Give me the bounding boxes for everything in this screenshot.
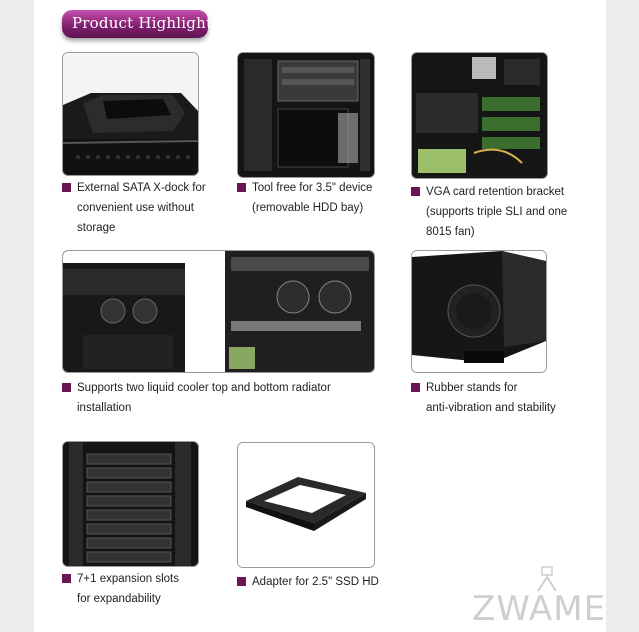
xdock-photo bbox=[62, 52, 199, 176]
expansion-slots-photo bbox=[62, 441, 199, 567]
liquid-cooler-illustration bbox=[63, 251, 374, 372]
xdock-illustration bbox=[63, 53, 198, 175]
watermark-text: ZWAME bbox=[472, 589, 607, 629]
bullet-icon bbox=[237, 183, 246, 192]
feature-caption-liquid-cooler: Supports two liquid cooler top and botto… bbox=[62, 378, 331, 418]
zwame-mascot-icon bbox=[537, 566, 557, 591]
feature-text-line2: installation bbox=[77, 402, 132, 414]
feature-text-line3: 8015 fan) bbox=[426, 226, 475, 238]
vga-bracket-photo bbox=[411, 52, 548, 179]
feature-text-line2: for expandability bbox=[77, 593, 161, 605]
feature-text-line1: External SATA X-dock for bbox=[77, 182, 206, 194]
bullet-icon bbox=[62, 574, 71, 583]
liquid-cooler-photo bbox=[62, 250, 375, 373]
feature-text-line1: Adapter for 2.5" SSD HD bbox=[252, 576, 379, 588]
bullet-icon bbox=[411, 383, 420, 392]
feature-text-line1: Rubber stands for bbox=[426, 382, 518, 394]
feature-caption-expansion-slots: 7+1 expansion slots for expandability bbox=[62, 569, 179, 609]
rubber-stands-illustration bbox=[412, 251, 546, 372]
rubber-stands-photo bbox=[411, 250, 547, 373]
hdd-bay-illustration bbox=[238, 53, 374, 177]
zwame-logo: ZWAME bbox=[472, 565, 628, 629]
vga-bracket-illustration bbox=[412, 53, 547, 178]
feature-text-line3: storage bbox=[77, 222, 116, 234]
feature-caption-rubber-stands: Rubber stands for anti-vibration and sta… bbox=[411, 378, 556, 418]
section-banner: Product Highlights bbox=[62, 10, 220, 38]
feature-text-line2: convenient use without bbox=[77, 202, 194, 214]
bullet-icon bbox=[62, 383, 71, 392]
feature-text-line1: Tool free for 3.5" device bbox=[252, 182, 373, 194]
feature-caption-ssd-adapter: Adapter for 2.5" SSD HD bbox=[237, 572, 379, 592]
feature-text-line1: Supports two liquid cooler top and botto… bbox=[77, 382, 331, 394]
feature-caption-vga: VGA card retention bracket (supports tri… bbox=[411, 182, 567, 242]
ssd-adapter-photo bbox=[237, 442, 375, 568]
bullet-icon bbox=[411, 187, 420, 196]
feature-caption-hdd-bay: Tool free for 3.5" device (removable HDD… bbox=[237, 178, 372, 218]
feature-text-line2: (supports triple SLI and one bbox=[426, 206, 568, 218]
feature-text-line2: (removable HDD bay) bbox=[252, 202, 364, 214]
feature-text-line1: VGA card retention bracket bbox=[426, 186, 565, 198]
feature-text-line1: 7+1 expansion slots bbox=[77, 573, 179, 585]
ssd-adapter-illustration bbox=[238, 443, 374, 567]
hdd-bay-photo bbox=[237, 52, 375, 178]
feature-text-line2: anti-vibration and stability bbox=[426, 402, 556, 414]
bullet-icon bbox=[62, 183, 71, 192]
expansion-slots-illustration bbox=[63, 442, 198, 566]
section-title: Product Highlights bbox=[72, 14, 221, 32]
feature-caption-xdock: External SATA X-dock for convenient use … bbox=[62, 178, 206, 238]
bullet-icon bbox=[237, 577, 246, 586]
